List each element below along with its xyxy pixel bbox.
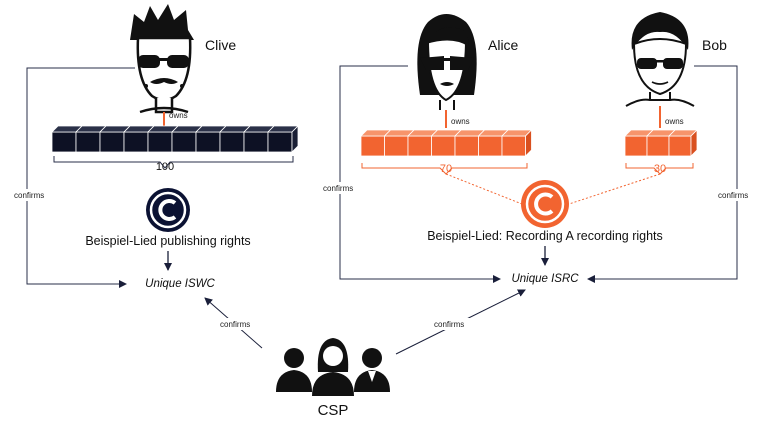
csp-iswc-confirms-label: confirms [220,320,250,329]
token-cube [646,135,670,157]
csp-group-icon [276,338,390,396]
clive-avatar-icon [130,4,194,114]
token-cube [51,131,77,153]
clive-token-blocks [51,125,299,153]
token-cube [360,135,385,157]
clive-confirms-label: confirms [14,191,44,200]
bob-token-blocks [624,129,698,157]
alice-token-blocks [360,129,533,157]
token-cube [267,131,293,153]
token-cube [147,131,173,153]
token-cube [431,135,456,157]
csp-isrc-confirms-label: confirms [434,320,464,329]
clive-name: Clive [205,37,236,53]
bob-owns-label: owns [665,117,684,126]
token-cube [478,135,503,157]
recording-rights-caption: Beispiel-Lied: Recording A recording rig… [427,229,663,243]
token-cube [624,135,648,157]
alice-share-value: 70 [440,163,452,175]
token-cube [75,131,101,153]
iswc-label: Unique ISWC [145,278,215,290]
alice-owns-label: owns [451,117,470,126]
clive-share-value: 100 [156,161,174,173]
token-cube [99,131,125,153]
recording-copyright-icon [521,180,569,228]
token-cube [668,135,692,157]
bob-confirms-label: confirms [718,191,748,200]
token-cube-side [690,129,698,157]
token-cube [123,131,149,153]
token-cube-side [291,125,299,153]
alice-confirms-label: confirms [323,184,353,193]
bob-share-value: 30 [654,163,666,175]
clive-owns-label: owns [169,111,188,120]
alice-avatar-icon [417,14,477,110]
token-cube [384,135,409,157]
token-cube [407,135,432,157]
token-cube-side [525,129,532,157]
bob-name: Bob [702,37,727,53]
token-cube [454,135,479,157]
token-cube [171,131,197,153]
isrc-label: Unique ISRC [511,273,579,285]
csp-label: CSP [318,402,349,419]
token-cube [219,131,245,153]
token-cube [195,131,221,153]
alice-name: Alice [488,37,519,53]
publishing-copyright-icon [146,188,190,232]
bob-avatar-icon [625,12,695,107]
publishing-rights-caption: Beispiel-Lied publishing rights [85,234,250,248]
token-cube [501,135,526,157]
token-cube [243,131,269,153]
